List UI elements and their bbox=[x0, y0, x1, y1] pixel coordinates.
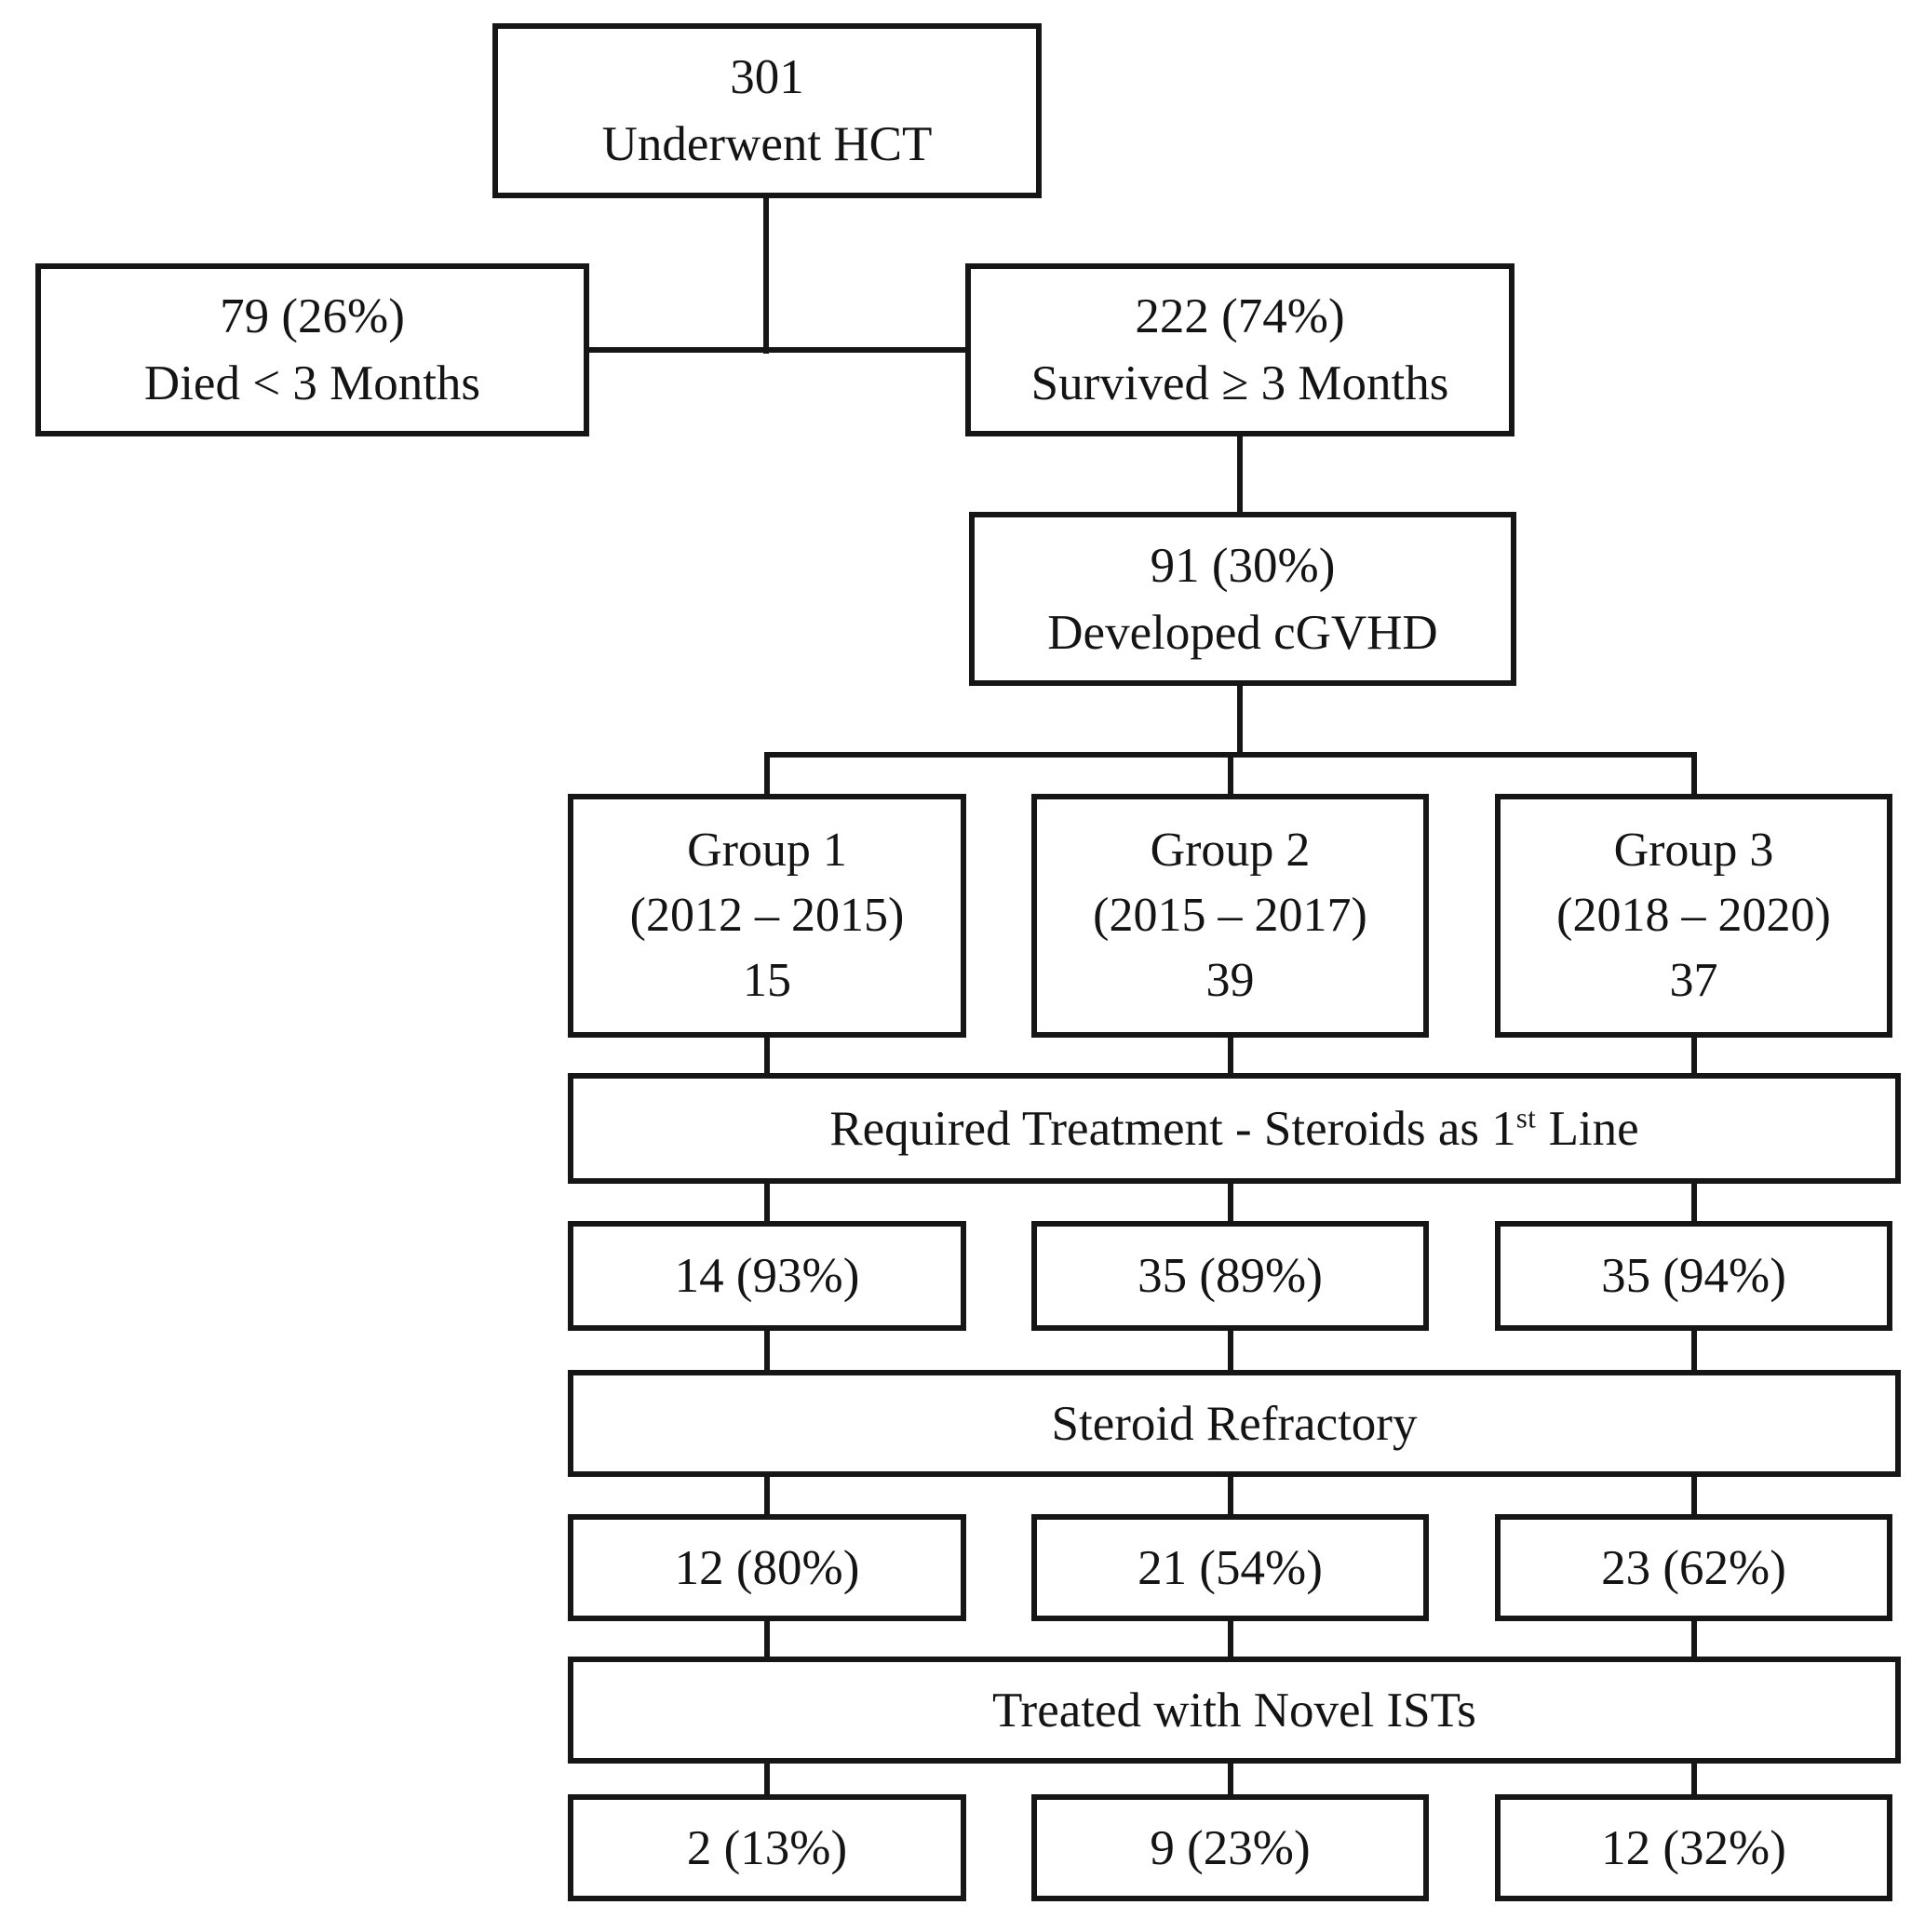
connector-stub-group3 bbox=[1691, 752, 1697, 798]
connector-survived-cgvhd bbox=[1237, 434, 1243, 517]
node-refractory-count-2: 21 (54%) bbox=[1031, 1514, 1429, 1621]
band-steroid-refractory: Steroid Refractory bbox=[568, 1370, 1901, 1477]
connector-firstline-count2 bbox=[1228, 1181, 1233, 1226]
node-group-3: Group 3 (2018 – 2020) 37 bbox=[1495, 794, 1892, 1038]
connector-refractory-count2 bbox=[1228, 1474, 1233, 1519]
connector-count3-refractory bbox=[1691, 1328, 1697, 1375]
connector-group2-firstline bbox=[1228, 1035, 1233, 1078]
node-first-line-count-3: 35 (94%) bbox=[1495, 1221, 1892, 1331]
band-required-treatment-first-line: Required Treatment - Steroids as 1st Lin… bbox=[568, 1073, 1901, 1184]
group-name: Group 3 bbox=[1613, 824, 1774, 877]
node-label: Underwent HCT bbox=[601, 117, 933, 171]
node-group-2: Group 2 (2015 – 2017) 39 bbox=[1031, 794, 1429, 1038]
node-underwent-hct: 301 Underwent HCT bbox=[492, 23, 1042, 198]
connector-stub-group2 bbox=[1228, 752, 1233, 798]
group-name: Group 2 bbox=[1150, 824, 1311, 877]
connector-count1-ists bbox=[764, 1618, 770, 1661]
node-group-1: Group 1 (2012 – 2015) 15 bbox=[568, 794, 966, 1038]
connector-count2-ists bbox=[1228, 1618, 1233, 1661]
node-count: 2 (13%) bbox=[686, 1820, 848, 1875]
node-ists-count-2: 9 (23%) bbox=[1031, 1794, 1429, 1901]
connector-refractory-count3 bbox=[1691, 1474, 1697, 1519]
node-refractory-count-1: 12 (80%) bbox=[568, 1514, 966, 1621]
node-label: Survived ≥ 3 Months bbox=[1030, 356, 1449, 410]
connector-ists-count3 bbox=[1691, 1761, 1697, 1800]
connector-ists-count1 bbox=[764, 1761, 770, 1800]
node-count: 301 bbox=[730, 50, 804, 104]
node-count: 21 (54%) bbox=[1138, 1540, 1323, 1595]
connector-count2-refractory bbox=[1228, 1328, 1233, 1375]
node-count: 14 (93%) bbox=[674, 1249, 860, 1303]
node-developed-cgvhd: 91 (30%) Developed cGVHD bbox=[969, 512, 1516, 686]
node-count: 23 (62%) bbox=[1601, 1540, 1786, 1595]
band-novel-ists: Treated with Novel ISTs bbox=[568, 1657, 1901, 1764]
connector-ists-count2 bbox=[1228, 1761, 1233, 1800]
group-count: 39 bbox=[1205, 954, 1255, 1007]
band-label-prefix: Required Treatment - Steroids as 1 bbox=[829, 1101, 1516, 1156]
group-years: (2015 – 2017) bbox=[1093, 889, 1367, 942]
group-years: (2012 – 2015) bbox=[629, 889, 905, 942]
node-count: 35 (94%) bbox=[1601, 1249, 1786, 1303]
node-ists-count-1: 2 (13%) bbox=[568, 1794, 966, 1901]
node-ists-count-3: 12 (32%) bbox=[1495, 1794, 1892, 1901]
node-count: 9 (23%) bbox=[1150, 1820, 1311, 1875]
node-survived: 222 (74%) Survived ≥ 3 Months bbox=[965, 263, 1514, 436]
node-count: 79 (26%) bbox=[220, 289, 405, 343]
band-label-suffix: Line bbox=[1536, 1101, 1639, 1156]
node-count: 12 (80%) bbox=[674, 1540, 860, 1595]
node-count: 12 (32%) bbox=[1601, 1820, 1786, 1875]
connector-stub-group1 bbox=[764, 752, 770, 798]
connector-refractory-count1 bbox=[764, 1474, 770, 1519]
node-count: 35 (89%) bbox=[1138, 1249, 1323, 1303]
node-first-line-count-1: 14 (93%) bbox=[568, 1221, 966, 1331]
connector-firstline-count3 bbox=[1691, 1181, 1697, 1226]
band-label: Steroid Refractory bbox=[1051, 1396, 1418, 1451]
node-refractory-count-3: 23 (62%) bbox=[1495, 1514, 1892, 1621]
node-died: 79 (26%) Died < 3 Months bbox=[35, 263, 589, 436]
band-label: Treated with Novel ISTs bbox=[992, 1683, 1476, 1737]
node-first-line-count-2: 35 (89%) bbox=[1031, 1221, 1429, 1331]
band-label: Required Treatment - Steroids as 1st Lin… bbox=[829, 1101, 1638, 1157]
group-name: Group 1 bbox=[687, 824, 847, 877]
band-label-superscript: st bbox=[1515, 1101, 1537, 1134]
connector-firstline-count1 bbox=[764, 1181, 770, 1226]
group-count: 15 bbox=[743, 954, 791, 1007]
node-label: Developed cGVHD bbox=[1047, 605, 1438, 660]
node-count: 222 (74%) bbox=[1135, 289, 1345, 343]
node-count: 91 (30%) bbox=[1150, 538, 1336, 593]
group-count: 37 bbox=[1669, 954, 1718, 1007]
node-label: Died < 3 Months bbox=[143, 356, 481, 410]
connector-group1-firstline bbox=[764, 1035, 770, 1078]
connector-died-survived bbox=[586, 347, 970, 353]
connector-hct-down bbox=[763, 197, 769, 354]
connector-count3-ists bbox=[1691, 1618, 1697, 1661]
group-years: (2018 – 2020) bbox=[1556, 889, 1831, 942]
connector-count1-refractory bbox=[764, 1328, 770, 1375]
connector-group3-firstline bbox=[1691, 1035, 1697, 1078]
connector-cgvhd-down bbox=[1237, 683, 1243, 758]
